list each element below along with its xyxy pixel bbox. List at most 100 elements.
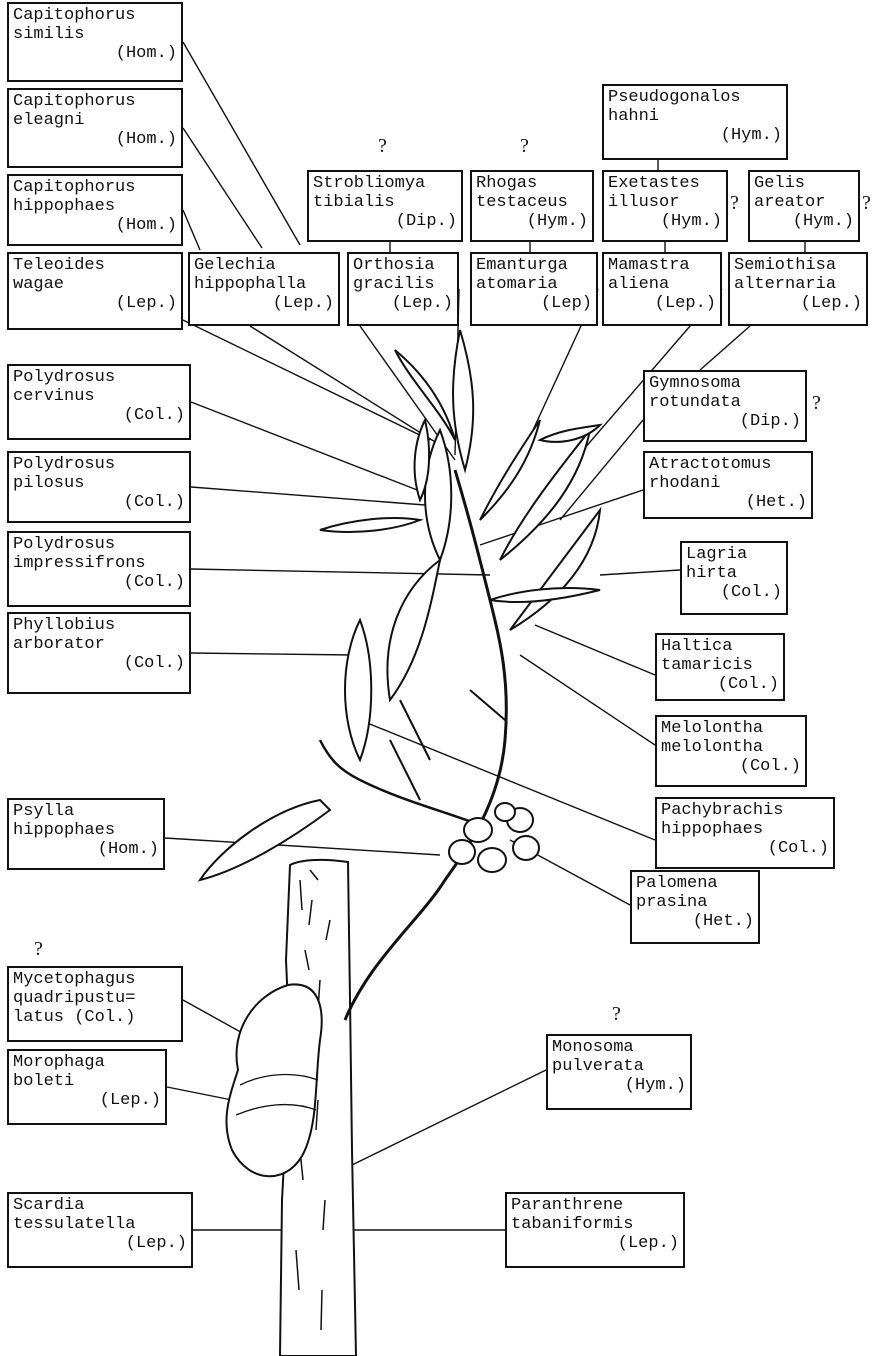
berry-cluster — [449, 803, 539, 872]
species-name-line: rotundata — [649, 393, 801, 412]
connector-haltica-tamaricis — [535, 625, 655, 675]
species-name-line: prasina — [636, 893, 754, 912]
species-name-line: testaceus — [476, 193, 588, 212]
species-name-line: Pachybrachis — [661, 801, 829, 820]
connector-polydrosus-impressifrons — [191, 569, 490, 575]
species-name-line: Phyllobius — [13, 616, 185, 635]
connector-capitophorus-hippophaes — [183, 210, 200, 250]
order-abbrev: (Hom.) — [13, 840, 159, 859]
order-abbrev: (Col.) — [661, 757, 801, 776]
species-box-haltica-tamaricis: Halticatamaricis(Col.) — [655, 633, 785, 701]
order-abbrev: (Dip.) — [649, 412, 801, 431]
uncertain-mark: ? — [520, 135, 529, 158]
order-abbrev: (Col.) — [661, 675, 779, 694]
species-box-exetastes-illusor: Exetastesillusor(Hym.) — [602, 170, 728, 242]
species-name-line: gracilis — [353, 275, 453, 294]
species-name-line: Polydrosus — [13, 368, 185, 387]
species-name-line: Polydrosus — [13, 455, 185, 474]
species-name-line: Polydrosus — [13, 535, 185, 554]
species-name-line: similis — [13, 25, 177, 44]
thorn — [390, 690, 505, 800]
uncertain-mark: ? — [812, 392, 821, 415]
connector-psylla-hippophaes — [165, 838, 440, 855]
species-box-paranthrene-tabaniformis: Paranthrenetabaniformis(Lep.) — [505, 1192, 685, 1268]
uncertain-mark: ? — [378, 135, 387, 158]
species-name-line: Strobliomya — [313, 174, 457, 193]
species-name-line: Lagria — [686, 545, 782, 564]
species-name-line: Gelechia — [194, 256, 334, 275]
connector-monosoma-pulverata — [352, 1070, 546, 1165]
species-name-line: hirta — [686, 564, 782, 583]
species-name-line: Rhogas — [476, 174, 588, 193]
species-box-scardia-tessulatella: Scardiatessulatella(Lep.) — [7, 1192, 193, 1268]
species-name-line: Exetastes — [608, 174, 722, 193]
species-name-line: tabaniformis — [511, 1215, 679, 1234]
uncertain-mark: ? — [862, 192, 871, 215]
uncertain-mark: ? — [34, 938, 43, 961]
connector-lagria-hirta — [600, 570, 680, 575]
species-name-line: Capitophorus — [13, 92, 177, 111]
species-name-line: Mamastra — [608, 256, 716, 275]
species-name-line: impressifrons — [13, 554, 185, 573]
connector-phyllobius-arborator — [191, 653, 355, 655]
species-name-line: Capitophorus — [13, 6, 177, 25]
species-name-line: alternaria — [734, 275, 862, 294]
species-name-line: areator — [754, 193, 854, 212]
order-abbrev: (Col.) — [13, 654, 185, 673]
species-name-line: Orthosia — [353, 256, 453, 275]
order-abbrev: (Lep) — [476, 294, 592, 313]
species-box-mamastra-aliena: Mamastraaliena(Lep.) — [602, 252, 722, 326]
order-abbrev: (Lep.) — [353, 294, 453, 313]
order-abbrev: (Lep.) — [511, 1234, 679, 1253]
species-box-teleoides-wagae: Teleoideswagae(Lep.) — [7, 252, 183, 330]
species-box-gelechia-hippophalla: Gelechiahippophalla(Lep.) — [188, 252, 340, 326]
order-abbrev: (Col.) — [13, 406, 185, 425]
connector-gelechia-hippophalla — [250, 326, 440, 445]
main-stem — [345, 470, 506, 1020]
order-abbrev: (Lep.) — [13, 294, 177, 313]
uncertain-mark: ? — [612, 1003, 621, 1026]
connector-morophaga-boleti — [167, 1087, 232, 1100]
species-name-line: illusor — [608, 193, 722, 212]
species-name-line: melolontha — [661, 738, 801, 757]
order-abbrev: (Hym.) — [476, 212, 588, 231]
order-abbrev: (Lep.) — [734, 294, 862, 313]
species-name-line: hippophaes — [13, 197, 177, 216]
order-abbrev: (Lep.) — [13, 1091, 161, 1110]
order-abbrev: (Col.) — [686, 583, 782, 602]
species-name-line: Morophaga — [13, 1053, 161, 1072]
species-name-line: cervinus — [13, 387, 185, 406]
species-name-line: Gymnosoma — [649, 374, 801, 393]
order-abbrev: (Dip.) — [313, 212, 457, 231]
order-abbrev: (Hom.) — [13, 44, 177, 63]
species-box-orthosia-gracilis: Orthosiagracilis(Lep.) — [347, 252, 459, 326]
species-name-line: Pseudogonalos — [608, 88, 782, 107]
order-abbrev: (Col.) — [13, 493, 185, 512]
species-name-line: pulverata — [552, 1057, 686, 1076]
species-name-line: Scardia — [13, 1196, 187, 1215]
species-name-line: Gelis — [754, 174, 854, 193]
order-abbrev: (Hym.) — [608, 126, 782, 145]
order-abbrev: (Hom.) — [13, 130, 177, 149]
species-name-line: Semiothisa — [734, 256, 862, 275]
connector-semiothisa-alternaria — [700, 326, 750, 370]
species-name-line: aliena — [608, 275, 716, 294]
connector-capitophorus-similis — [183, 42, 300, 245]
connector-capitophorus-eleagni — [183, 128, 262, 248]
species-name-line: atomaria — [476, 275, 592, 294]
species-box-phyllobius-arborator: Phyllobiusarborator(Col.) — [7, 612, 191, 694]
species-box-semiothisa-alternaria: Semiothisaalternaria(Lep.) — [728, 252, 868, 326]
species-name-line: latus (Col.) — [13, 1008, 177, 1027]
species-name-line: pilosus — [13, 474, 185, 493]
species-box-melolontha-melolontha: Melolonthamelolontha(Col.) — [655, 715, 807, 787]
